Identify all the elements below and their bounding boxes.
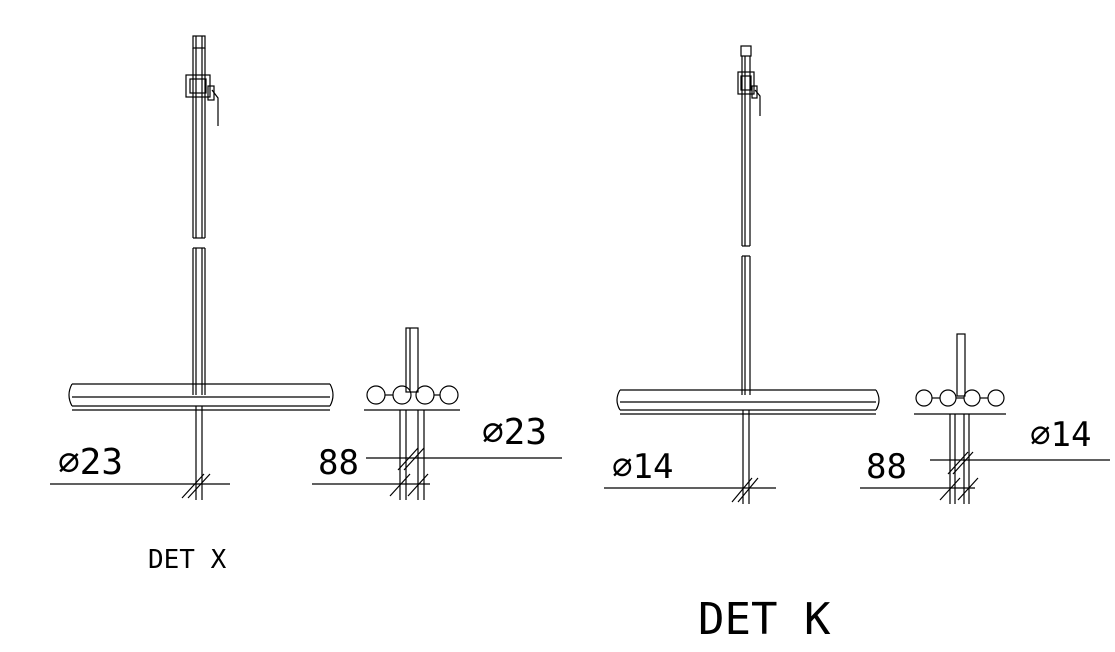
detail-k-title: DET K	[698, 594, 831, 645]
detail-x-diameter-label: ⌀23	[58, 442, 123, 483]
detail-k-side-diameter-label: ⌀14	[1030, 415, 1091, 455]
detail-k-bar-circle-1	[915, 389, 933, 407]
detail-x-vertical-bar	[192, 35, 206, 395]
detail-k-bar-circle-4	[987, 389, 1005, 407]
detail-x-title: DET X	[148, 545, 227, 575]
detail-k-bar-circle-2	[939, 389, 957, 407]
detail-x-bar-circle-4	[439, 385, 459, 405]
detail-k-coupler	[737, 71, 761, 116]
detail-x-side-diameter-label: ⌀23	[482, 412, 547, 453]
detail-x-bar-circle-3	[415, 385, 435, 405]
detail-x-bar-circle-1	[366, 385, 386, 405]
detail-x: ⌀23 DET X 88 ⌀23	[50, 35, 562, 575]
detail-x-section-view	[312, 327, 562, 500]
detail-k-spacing-label: 88	[866, 447, 907, 487]
detail-x-coupler	[185, 74, 219, 126]
detail-k-vertical-bar	[740, 45, 752, 395]
detail-k: ⌀14 DET K 88 ⌀14	[604, 45, 1110, 645]
detail-k-section-line	[604, 410, 776, 504]
detail-k-bar-circle-3	[963, 389, 981, 407]
detail-k-diameter-label: ⌀14	[612, 447, 673, 487]
detail-x-bar-circle-2	[392, 385, 412, 405]
detail-k-horizontal-bar	[616, 389, 880, 415]
detail-k-section-view	[860, 333, 1110, 504]
detail-x-spacing-label: 88	[318, 443, 359, 483]
detail-x-section-line	[50, 406, 230, 500]
detail-x-horizontal-bar	[68, 383, 334, 411]
